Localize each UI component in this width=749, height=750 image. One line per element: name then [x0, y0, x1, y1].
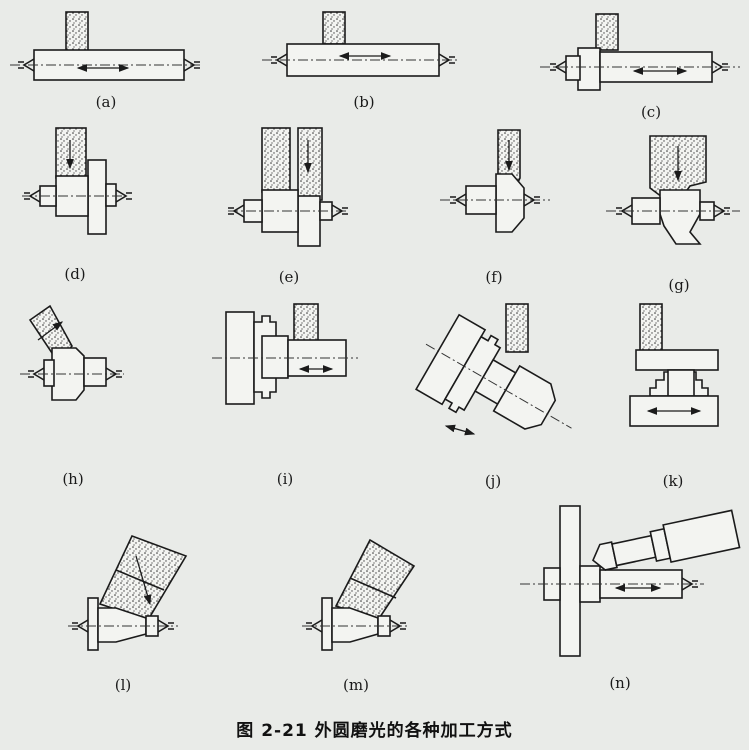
panel-label: (i) — [276, 470, 294, 488]
panel-label: (l) — [114, 676, 132, 694]
panel-label: (k) — [662, 472, 684, 490]
panel-l — [68, 534, 188, 651]
panel-label: (j) — [484, 472, 502, 490]
panel-f — [440, 129, 550, 233]
panel-label: (c) — [640, 103, 662, 121]
panel-g — [606, 135, 740, 245]
panel-label: (d) — [64, 265, 86, 283]
panel-label: (g) — [668, 276, 690, 294]
panel-label: (f) — [485, 268, 503, 286]
figure-caption: 图 2-21 外圆磨光的各种加工方式 — [236, 721, 513, 741]
panel-a — [10, 11, 201, 81]
panel-label: (h) — [62, 470, 84, 488]
panel-label: (a) — [95, 93, 117, 111]
panel-b — [262, 11, 460, 77]
panel-c — [540, 13, 740, 91]
panel-n — [520, 505, 741, 657]
panel-label: (b) — [353, 93, 375, 111]
panel-j — [415, 303, 572, 436]
panel-m — [302, 538, 416, 651]
panel-i — [212, 303, 358, 405]
panel-k — [629, 303, 719, 427]
panel-h — [20, 304, 124, 401]
panel-label: (n) — [609, 674, 631, 692]
panel-label: (m) — [343, 676, 369, 694]
panel-label: (e) — [278, 268, 300, 286]
panel-d — [22, 127, 133, 235]
panel-e — [227, 127, 349, 247]
